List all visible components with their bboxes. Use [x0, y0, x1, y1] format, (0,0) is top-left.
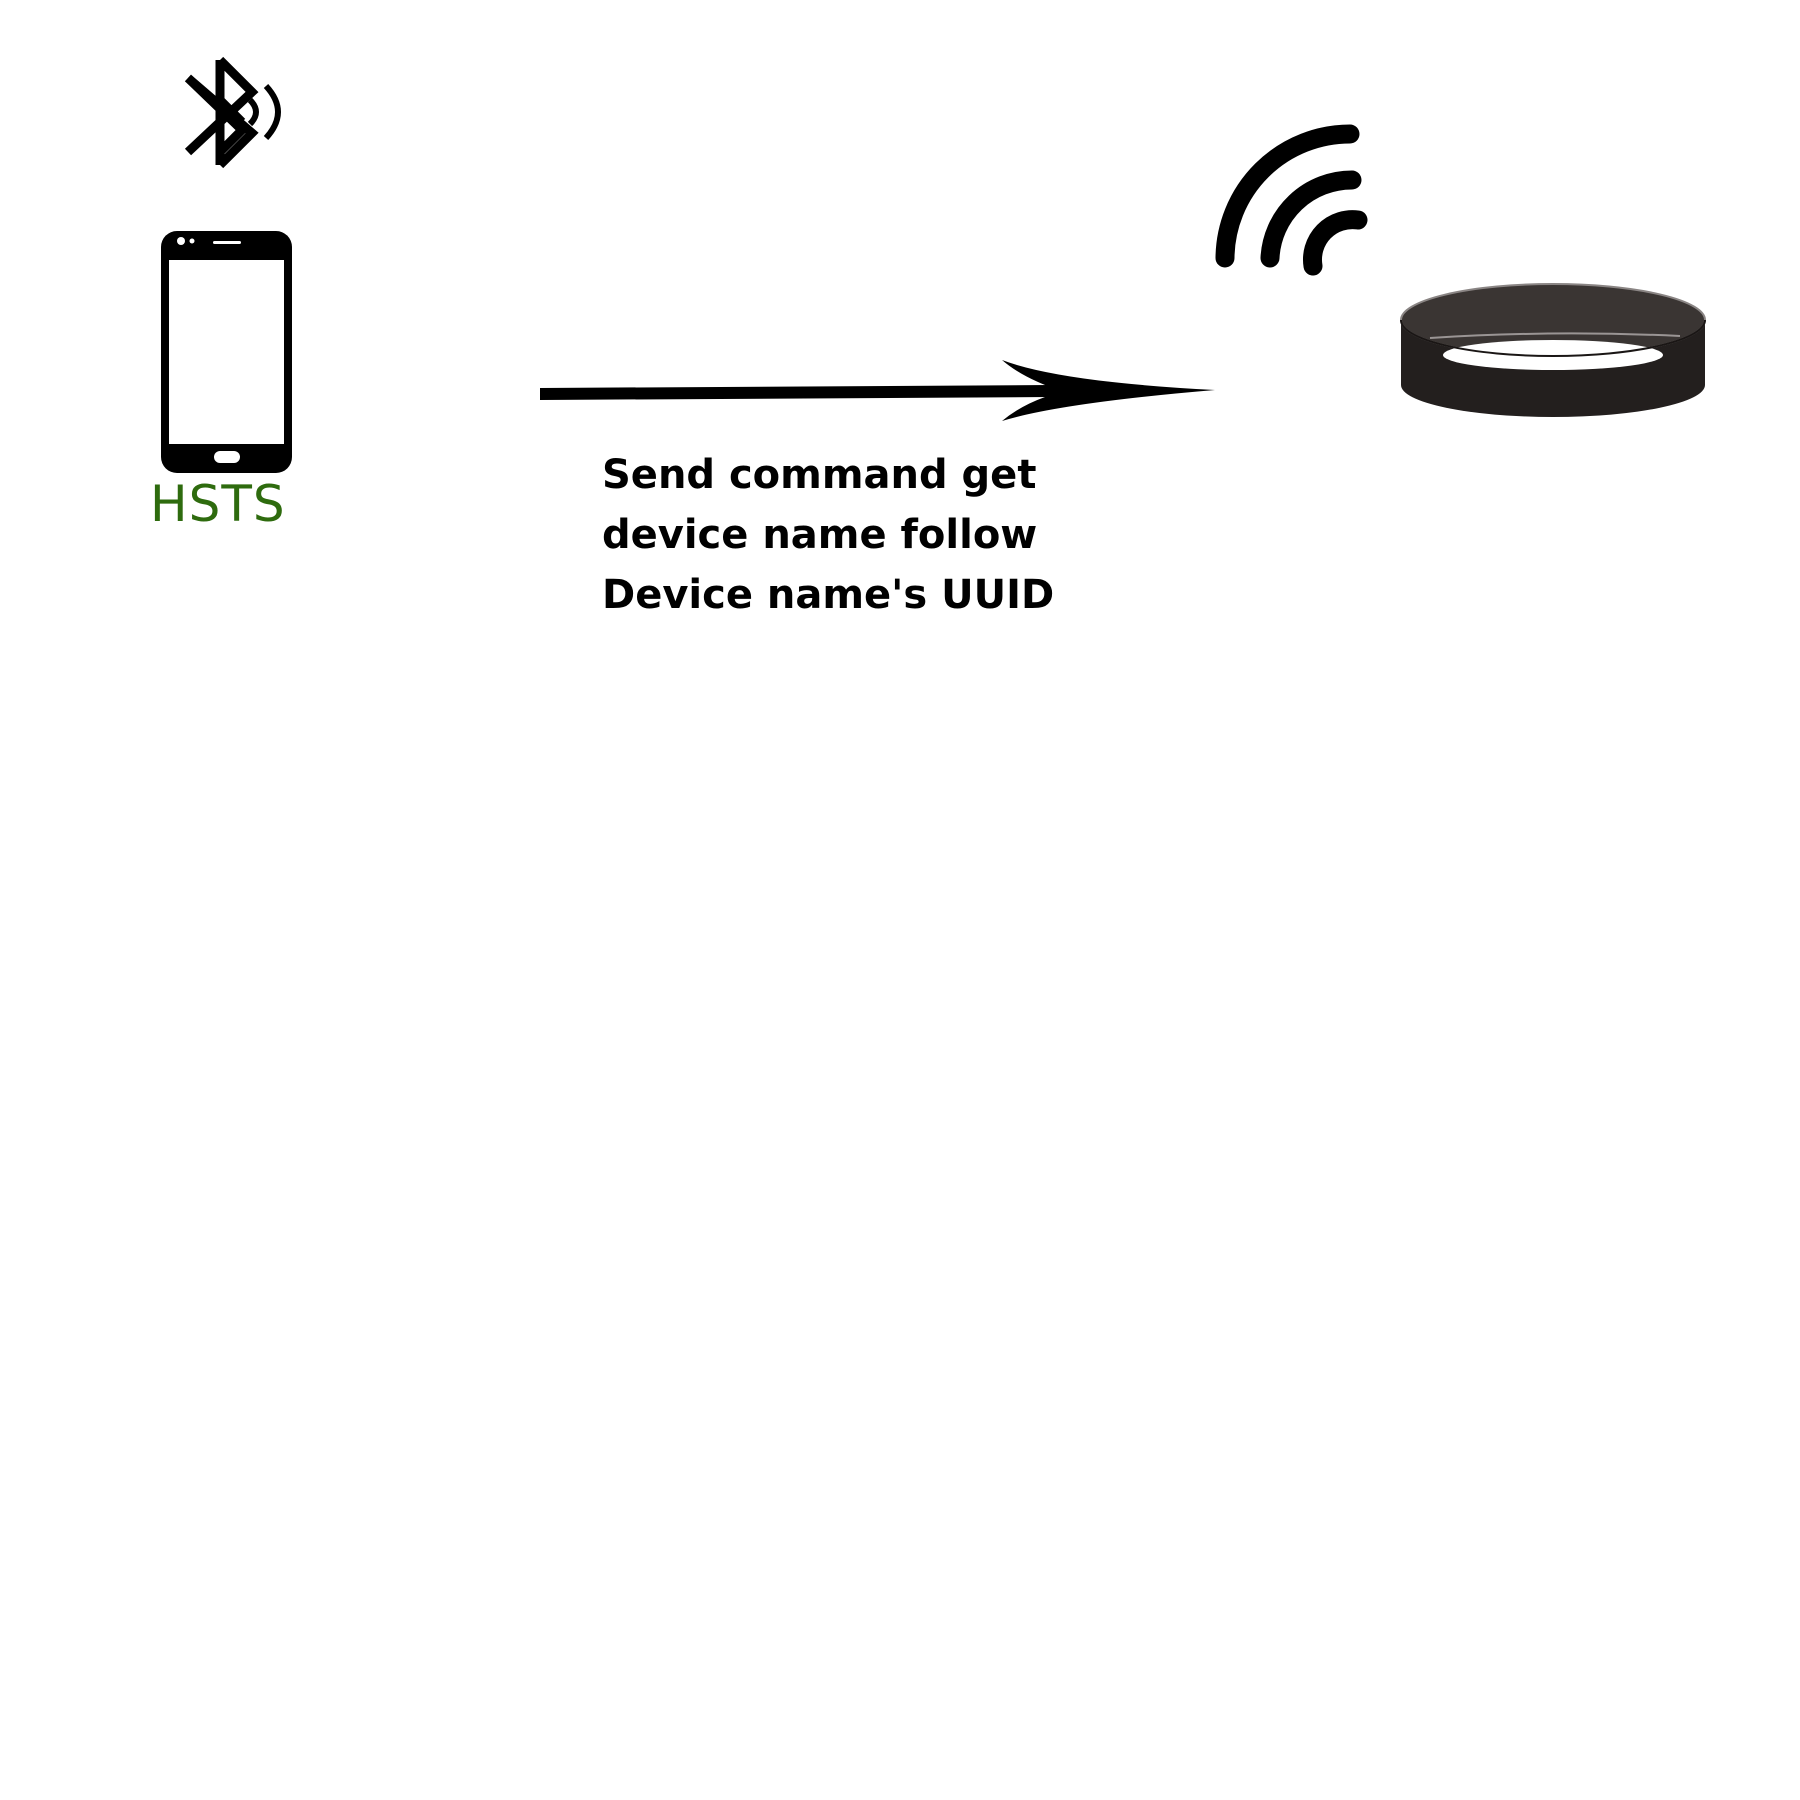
arrow-caption: Send command get device name follow Devi…	[602, 445, 1162, 625]
wristband-icon	[1400, 283, 1706, 417]
wireless-signal-icon	[1215, 124, 1368, 276]
arrow-icon	[540, 360, 1215, 421]
caption-line-2: device name follow	[602, 512, 1038, 558]
phone-label: HSTS	[150, 475, 286, 533]
smartphone-icon	[161, 231, 292, 473]
caption-line-1: Send command get	[602, 452, 1037, 498]
bluetooth-icon	[184, 56, 281, 169]
caption-line-3: Device name's UUID	[602, 572, 1055, 618]
